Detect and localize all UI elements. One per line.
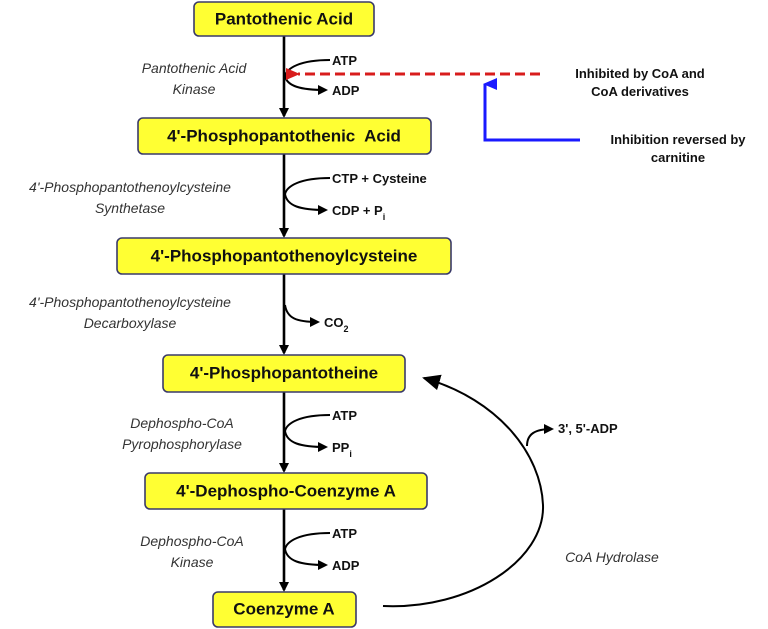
node-phosphopantothenic-acid: 4'-Phosphopantothenic Acid — [137, 117, 432, 155]
node-phosphopantotheine: 4'-Phosphopantotheine — [162, 354, 406, 393]
cofactor-input-2: CTP + Cysteine — [332, 171, 427, 186]
enzyme-line: Kinase — [171, 554, 214, 570]
cofactor-output-2: CDP + Pi — [332, 203, 385, 222]
cofactor-out-1 — [284, 75, 328, 95]
note-line: carnitine — [651, 150, 705, 165]
cofactor-output-3: CO2 — [324, 315, 349, 334]
byproduct-label: 3', 5'-ADP — [558, 421, 618, 436]
enzyme-label-1: Pantothenic Acid Kinase — [142, 60, 248, 97]
enzyme-label-3: 4'-Phosphopantothenoylcysteine Decarboxy… — [29, 294, 231, 331]
cofactor-input-1: ATP — [332, 53, 357, 68]
cofactor-input-5: ATP — [332, 526, 357, 541]
node-label: 4'-Phosphopantotheine — [190, 364, 378, 383]
node-label: 4'-Dephospho-Coenzyme A — [176, 482, 396, 501]
cofactor-in-4 — [284, 414, 331, 432]
cofactor-output-5: ADP — [332, 558, 360, 573]
note-line: Inhibition reversed by — [610, 132, 746, 147]
cofactor-out-2 — [284, 193, 328, 215]
enzyme-line: 4'-Phosphopantothenoylcysteine — [29, 179, 231, 195]
recycle-arc — [382, 374, 545, 608]
reversal-note: Inhibition reversed by carnitine — [610, 132, 746, 165]
node-pantothenic-acid: Pantothenic Acid — [193, 1, 375, 37]
recycle-byproduct-arrow — [526, 424, 554, 447]
node-label: Pantothenic Acid — [215, 10, 353, 29]
cofactor-out-4 — [284, 430, 328, 452]
enzyme-line: Pantothenic Acid — [142, 60, 248, 76]
enzyme-line: Kinase — [173, 81, 216, 97]
enzyme-line: Dephospho-CoA — [140, 533, 244, 549]
enzyme-label-4: Dephospho-CoA Pyrophosphorylase — [122, 415, 242, 452]
cofactor-in-1 — [284, 59, 331, 77]
cofactor-input-4: ATP — [332, 408, 357, 423]
note-line: CoA derivatives — [591, 84, 689, 99]
node-dephospho-coa: 4'-Dephospho-Coenzyme A — [144, 472, 428, 510]
cofactor-arrows — [284, 59, 331, 570]
enzyme-line: Decarboxylase — [84, 315, 177, 331]
cofactor-output-4: PPi — [332, 440, 352, 459]
node-label: 4'-Phosphopantothenic Acid — [167, 127, 401, 146]
cofactor-output-1: ADP — [332, 83, 360, 98]
node-label: Coenzyme A — [233, 600, 334, 619]
coa-hydrolase-label: CoA Hydrolase — [565, 549, 659, 565]
cofactor-in-5 — [284, 532, 331, 550]
reversal-arrow — [483, 78, 580, 142]
enzyme-label-2: 4'-Phosphopantothenoylcysteine Synthetas… — [29, 179, 231, 216]
enzyme-line: Synthetase — [95, 200, 165, 216]
note-line: Inhibited by CoA and — [575, 66, 705, 81]
inhibition-note: Inhibited by CoA and CoA derivatives — [575, 66, 705, 99]
enzyme-line: 4'-Phosphopantothenoylcysteine — [29, 294, 231, 310]
enzyme-label-5: Dephospho-CoA Kinase — [140, 533, 244, 570]
cofactor-out-5 — [284, 548, 328, 570]
cofactor-out-3 — [284, 304, 320, 327]
node-label: 4'-Phosphopantothenoylcysteine — [151, 247, 418, 266]
node-phosphopantothenoylcysteine: 4'-Phosphopantothenoylcysteine — [116, 237, 452, 275]
cofactor-in-2 — [284, 177, 331, 195]
enzyme-line: Pyrophosphorylase — [122, 436, 242, 452]
enzyme-line: Dephospho-CoA — [130, 415, 234, 431]
node-coenzyme-a: Coenzyme A — [212, 591, 357, 628]
